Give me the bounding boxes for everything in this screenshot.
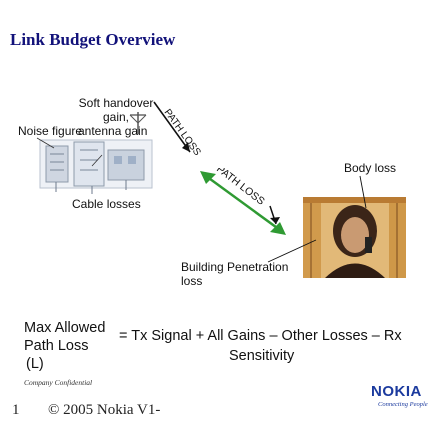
body-loss-label: Body loss — [344, 161, 397, 175]
l-label: (L) — [26, 356, 44, 372]
person-in-building-photo — [303, 197, 406, 278]
cable-losses-label: Cable losses — [72, 197, 141, 211]
page-title: Link Budget Overview — [10, 30, 176, 49]
base-station-illustration — [36, 137, 153, 194]
soft-handover-label: Soft handover — [78, 96, 154, 110]
slide-number: 1 — [12, 402, 20, 418]
path-loss-label: Path Loss — [24, 338, 89, 354]
max-allowed-label: Max Allowed — [24, 320, 106, 336]
company-confidential-text: Company Confidential — [24, 378, 93, 387]
building-penetration-label: Building Penetration — [181, 260, 289, 274]
formula-rhs-line1: = Tx Signal + All Gains – Other Losses –… — [119, 328, 402, 344]
gain-label: gain, — [102, 110, 130, 124]
nokia-tagline: Connecting People — [378, 401, 428, 408]
antenna-gain-label: antenna gain — [78, 124, 148, 138]
upper-path-loss-graphic: PATH LOSS — [153, 101, 203, 158]
antenna-icon — [129, 112, 147, 134]
formula-rhs-line2: Sensitivity — [229, 348, 295, 364]
building-loss-label: loss — [181, 274, 203, 288]
noise-figure-label: Noise figure — [18, 124, 83, 138]
nokia-logo: NOKIA — [371, 383, 422, 400]
green-path-loss-arrow: PATH LOSS — [200, 168, 286, 235]
copyright-text: © 2005 Nokia V1- — [48, 402, 161, 418]
